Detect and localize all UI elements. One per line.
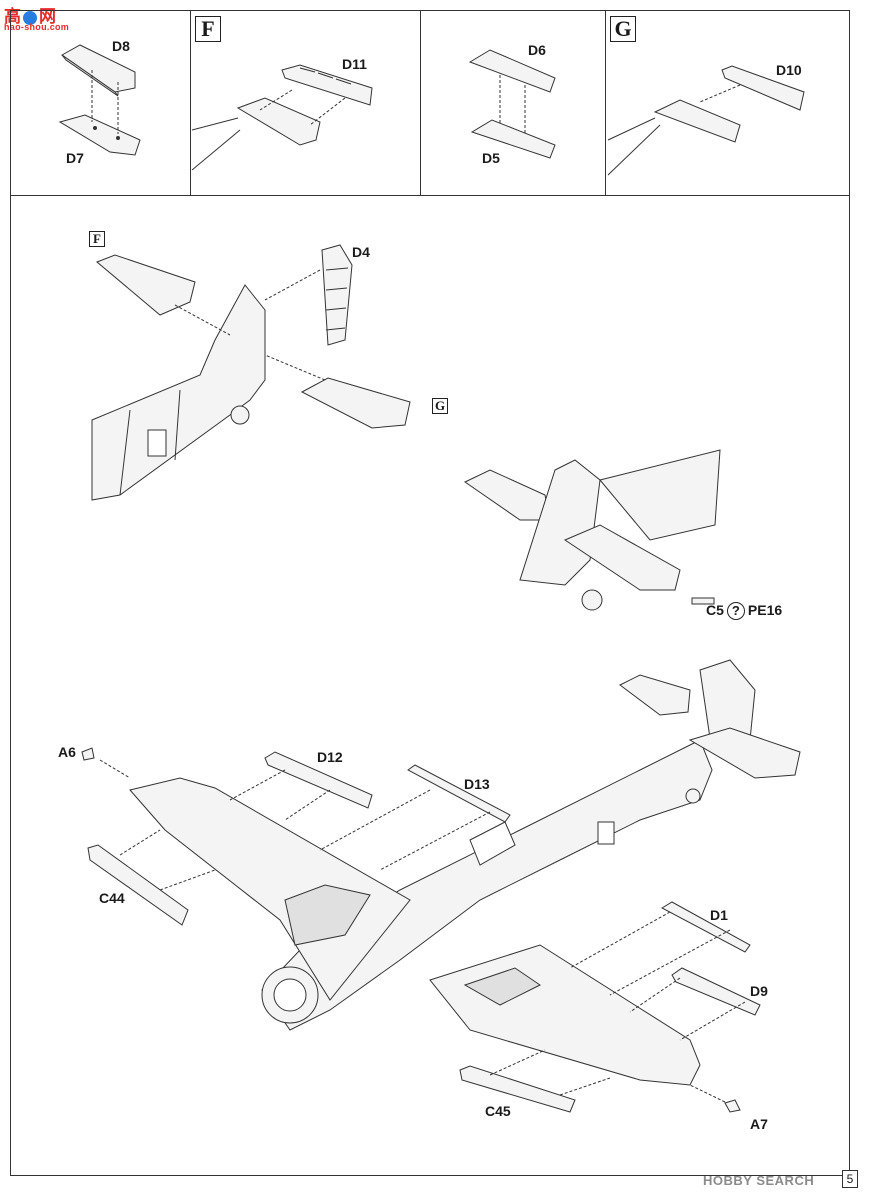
label-d1: D1 (710, 907, 728, 923)
part-d8-drawing (61, 44, 136, 97)
part-a7-drawing (724, 1099, 741, 1113)
step-marker-g: G (610, 16, 636, 42)
part-c45-drawing (459, 1065, 576, 1113)
label-d12: D12 (317, 749, 343, 765)
step-ref-g: G (432, 398, 448, 414)
watermark-logo: 高网 (4, 2, 56, 27)
label-d5: D5 (482, 150, 500, 166)
part-d11-drawing (281, 64, 373, 106)
option-question-icon: ? (726, 602, 745, 621)
footer-brand-watermark: HOBBY SEARCH (703, 1173, 815, 1188)
label-d8: D8 (112, 38, 130, 54)
step-ref-f: F (89, 231, 105, 247)
rudder-d4-drawing (321, 244, 353, 346)
aircraft-fuselage-drawing (261, 739, 713, 1031)
tailplane-left-drawing (236, 97, 321, 146)
left-wing-drawing (129, 777, 411, 1001)
tail-fuselage-drawing (91, 284, 266, 501)
label-d13: D13 (464, 776, 490, 792)
label-d9: D9 (750, 983, 768, 999)
label-d11: D11 (342, 56, 367, 72)
part-d5-drawing (470, 119, 556, 159)
label-a7: A7 (750, 1116, 768, 1132)
part-d12-drawing (264, 751, 373, 809)
watermark-brand: 高 (4, 7, 21, 26)
instruction-page-frame (10, 10, 850, 1176)
label-pe16: PE16 (747, 602, 783, 618)
label-c44: C44 (99, 890, 125, 906)
part-d10-drawing (721, 65, 805, 111)
label-d6: D6 (528, 42, 546, 58)
right-stabilizer-drawing (300, 377, 411, 429)
aircraft-tail-drawing (619, 659, 801, 804)
label-c5: C5 (706, 602, 724, 618)
part-d13-drawing (407, 764, 511, 823)
assembled-tail-drawing (464, 449, 721, 611)
panel-divider-3 (605, 10, 606, 195)
watermark-dot-icon (23, 10, 37, 25)
label-d4: D4 (352, 244, 370, 260)
label-d7: D7 (66, 150, 84, 166)
part-a6-drawing (81, 747, 95, 761)
top-row-divider (10, 195, 850, 196)
right-wing-drawing (429, 944, 701, 1086)
part-d9-drawing (671, 967, 761, 1016)
watermark-brand-2: 网 (39, 7, 56, 26)
part-c44-drawing (87, 844, 189, 926)
left-stabilizer-drawing (96, 254, 196, 316)
part-d6-drawing (468, 49, 556, 93)
watermark-url: hao-shou.com (4, 22, 70, 32)
part-d7-drawing (58, 114, 141, 156)
panel-divider-1 (190, 10, 191, 195)
tailplane-right-drawing (653, 99, 741, 143)
panel-divider-2 (420, 10, 421, 195)
part-d1-drawing (660, 901, 751, 953)
label-a6: A6 (58, 744, 76, 760)
step-marker-f: F (195, 16, 221, 42)
label-c5-pe16: C5?PE16 (706, 602, 783, 621)
label-c45: C45 (485, 1103, 511, 1119)
label-d10: D10 (776, 62, 802, 78)
page-number: 5 (842, 1170, 858, 1188)
